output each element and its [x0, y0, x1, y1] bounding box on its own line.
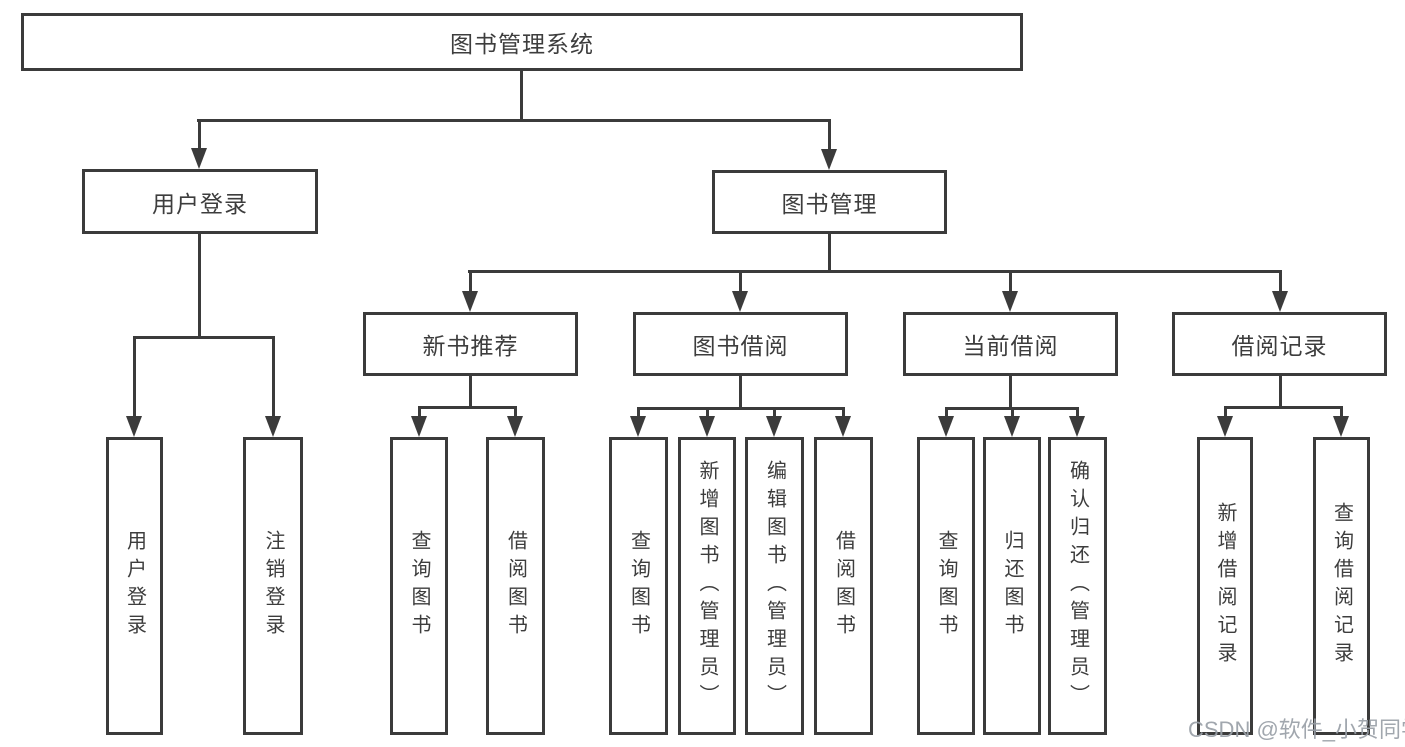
node-book-borrow: 图书借阅	[633, 312, 848, 376]
connector-arrowhead	[1004, 416, 1020, 437]
connector-line	[1279, 375, 1282, 409]
connector-line	[469, 270, 472, 293]
node-book-management-label: 图书管理	[781, 191, 878, 217]
node-current-borrow-label: 当前借阅	[962, 333, 1059, 359]
node-return-books: 归还图书	[983, 437, 1041, 735]
node-borrow-books-b: 借阅图书	[814, 437, 873, 735]
connector-line	[828, 233, 831, 273]
node-query-books-c: 查询图书	[917, 437, 975, 735]
node-root: 图书管理系统	[21, 13, 1023, 71]
connector-line	[1076, 407, 1079, 418]
connector-line	[469, 375, 472, 409]
connector-line	[1224, 406, 1227, 418]
node-query-books-a: 查询图书	[390, 437, 448, 735]
connector-line	[1279, 270, 1282, 293]
connector-arrowhead	[938, 416, 954, 437]
node-root-label: 图书管理系统	[450, 31, 594, 57]
connector-arrowhead	[766, 416, 782, 437]
connector-line	[828, 119, 831, 150]
connector-arrowhead	[1217, 416, 1233, 437]
connector-line	[1224, 406, 1343, 409]
node-user-login-leaf: 用户登录	[106, 437, 163, 735]
connector-arrowhead	[411, 416, 427, 437]
node-add-borrow-record-label: 新增借阅记录	[1214, 502, 1236, 670]
node-query-books-b: 查询图书	[609, 437, 668, 735]
connector-line	[197, 119, 831, 122]
connector-line	[1340, 406, 1343, 418]
node-book-management: 图书管理	[712, 170, 947, 234]
connector-line	[198, 233, 201, 339]
connector-line	[1009, 375, 1012, 410]
connector-line	[773, 407, 776, 418]
node-book-borrow-label: 图书借阅	[692, 333, 789, 359]
node-user-login-leaf-label: 用户登录	[123, 530, 146, 642]
connector-line	[1011, 407, 1014, 418]
connector-line	[272, 336, 275, 418]
connector-line	[739, 375, 742, 410]
connector-line	[637, 407, 845, 410]
connector-line	[945, 407, 948, 418]
connector-line	[133, 336, 136, 418]
connector-line	[1009, 270, 1012, 293]
node-new-book-recommend: 新书推荐	[363, 312, 578, 376]
connector-arrowhead	[630, 416, 646, 437]
node-user-login: 用户登录	[82, 169, 318, 234]
node-logout-leaf: 注销登录	[243, 437, 303, 735]
node-confirm-return-admin-label: 确认归还（管理员）	[1066, 460, 1089, 712]
node-edit-books-admin: 编辑图书（管理员）	[745, 437, 804, 735]
csdn-watermark: CSDN @软件_小贺同学	[1188, 717, 1405, 742]
node-add-borrow-record: 新增借阅记录	[1197, 437, 1253, 735]
connector-arrowhead	[126, 416, 142, 437]
connector-line	[133, 336, 275, 339]
connector-arrowhead	[191, 148, 207, 169]
connector-line	[520, 70, 523, 122]
connector-line	[842, 407, 845, 418]
connector-line	[706, 407, 709, 418]
connector-line	[198, 119, 201, 150]
node-query-borrow-record: 查询借阅记录	[1313, 437, 1370, 735]
node-query-books-b-label: 查询图书	[627, 530, 650, 642]
node-borrow-books-b-label: 借阅图书	[832, 530, 855, 642]
node-edit-books-admin-label: 编辑图书（管理员）	[763, 460, 786, 712]
node-borrow-records: 借阅记录	[1172, 312, 1387, 376]
connector-arrowhead	[1333, 416, 1349, 437]
node-query-books-c-label: 查询图书	[935, 530, 957, 642]
node-add-books-admin: 新增图书（管理员）	[678, 437, 736, 735]
connector-arrowhead	[462, 291, 478, 312]
connector-line	[468, 270, 1282, 273]
node-borrow-books-a: 借阅图书	[486, 437, 545, 735]
connector-arrowhead	[1002, 291, 1018, 312]
connector-arrowhead	[835, 416, 851, 437]
connector-arrowhead	[1272, 291, 1288, 312]
node-new-book-recommend-label: 新书推荐	[422, 333, 519, 359]
connector-arrowhead	[699, 416, 715, 437]
node-return-books-label: 归还图书	[1001, 530, 1023, 642]
node-confirm-return-admin: 确认归还（管理员）	[1048, 437, 1107, 735]
node-query-borrow-record-label: 查询借阅记录	[1330, 502, 1353, 670]
connector-arrowhead	[732, 291, 748, 312]
node-borrow-records-label: 借阅记录	[1231, 333, 1328, 359]
connector-arrowhead	[1069, 416, 1085, 437]
node-borrow-books-a-label: 借阅图书	[504, 530, 527, 642]
connector-line	[739, 270, 742, 293]
node-add-books-admin-label: 新增图书（管理员）	[696, 460, 718, 712]
connector-arrowhead	[821, 149, 837, 170]
node-current-borrow: 当前借阅	[903, 312, 1118, 376]
connector-line	[637, 407, 640, 418]
connector-line	[418, 406, 517, 409]
node-logout-leaf-label: 注销登录	[262, 530, 284, 642]
connector-arrowhead	[507, 416, 523, 437]
connector-line	[514, 406, 517, 418]
node-user-login-label: 用户登录	[152, 190, 248, 217]
connector-arrowhead	[265, 416, 281, 437]
connector-line	[418, 406, 421, 418]
node-query-books-a-label: 查询图书	[408, 530, 430, 642]
